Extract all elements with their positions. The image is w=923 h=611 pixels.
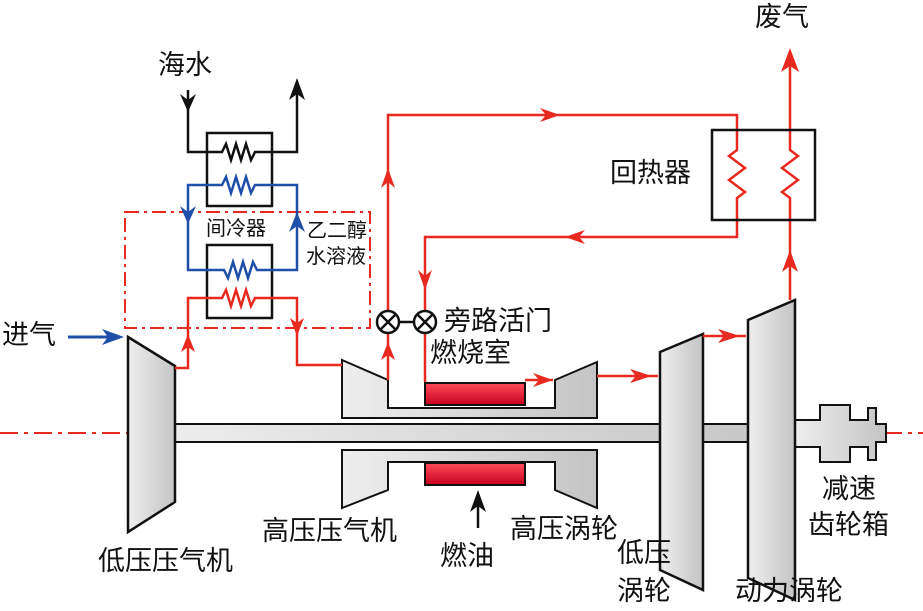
seawater-in-arrow bbox=[180, 94, 196, 112]
inlet-arrow-head bbox=[102, 329, 124, 345]
glycol-up-arrow bbox=[289, 212, 305, 232]
label-hp-compressor: 高压压气机 bbox=[262, 516, 397, 547]
label-fuel: 燃油 bbox=[440, 541, 494, 572]
intercooler-enclosure bbox=[124, 211, 371, 329]
label-exhaust: 废气 bbox=[755, 2, 809, 33]
combustor-upper bbox=[424, 382, 526, 406]
recuperator bbox=[710, 128, 817, 222]
glycol-down-arrow bbox=[180, 206, 196, 224]
bypass-valves bbox=[375, 309, 438, 335]
label-glycol-2: 水溶液 bbox=[306, 244, 366, 268]
label-lp-compressor: 低压压气机 bbox=[98, 546, 233, 577]
intercooler-heat-exchanger bbox=[205, 243, 274, 320]
label-glycol-1: 乙二醇 bbox=[307, 218, 367, 242]
label-combustor: 燃烧室 bbox=[430, 338, 511, 369]
seawater-heat-exchanger bbox=[205, 131, 274, 208]
hp-spool-lower bbox=[341, 449, 598, 510]
label-recuperator: 回热器 bbox=[610, 158, 691, 189]
seawater-out-arrow bbox=[289, 78, 305, 100]
label-hp-turbine: 高压涡轮 bbox=[510, 514, 618, 545]
label-inlet: 进气 bbox=[2, 320, 56, 351]
power-turbine bbox=[746, 298, 797, 602]
label-gearbox-1: 减速 bbox=[822, 474, 876, 505]
label-power-turbine: 动力涡轮 bbox=[735, 576, 843, 607]
label-lp-turbine-2: 涡轮 bbox=[617, 576, 671, 607]
lp-turbine bbox=[658, 332, 705, 592]
hp-spool-upper bbox=[341, 358, 598, 419]
label-bypass-valve: 旁路活门 bbox=[444, 306, 552, 337]
label-gearbox-2: 齿轮箱 bbox=[808, 510, 889, 541]
glycol-loop bbox=[186, 172, 299, 283]
label-seawater: 海水 bbox=[158, 50, 212, 81]
combustor-lower bbox=[424, 462, 526, 486]
label-lp-turbine-1: 低压 bbox=[617, 538, 671, 569]
lp-compressor bbox=[126, 334, 177, 535]
gearbox bbox=[794, 404, 887, 463]
fuel-arrow-head bbox=[470, 490, 486, 512]
gas-flow-arrows bbox=[181, 48, 799, 387]
label-intercooler: 间冷器 bbox=[206, 216, 266, 240]
seawater-line bbox=[186, 90, 299, 165]
